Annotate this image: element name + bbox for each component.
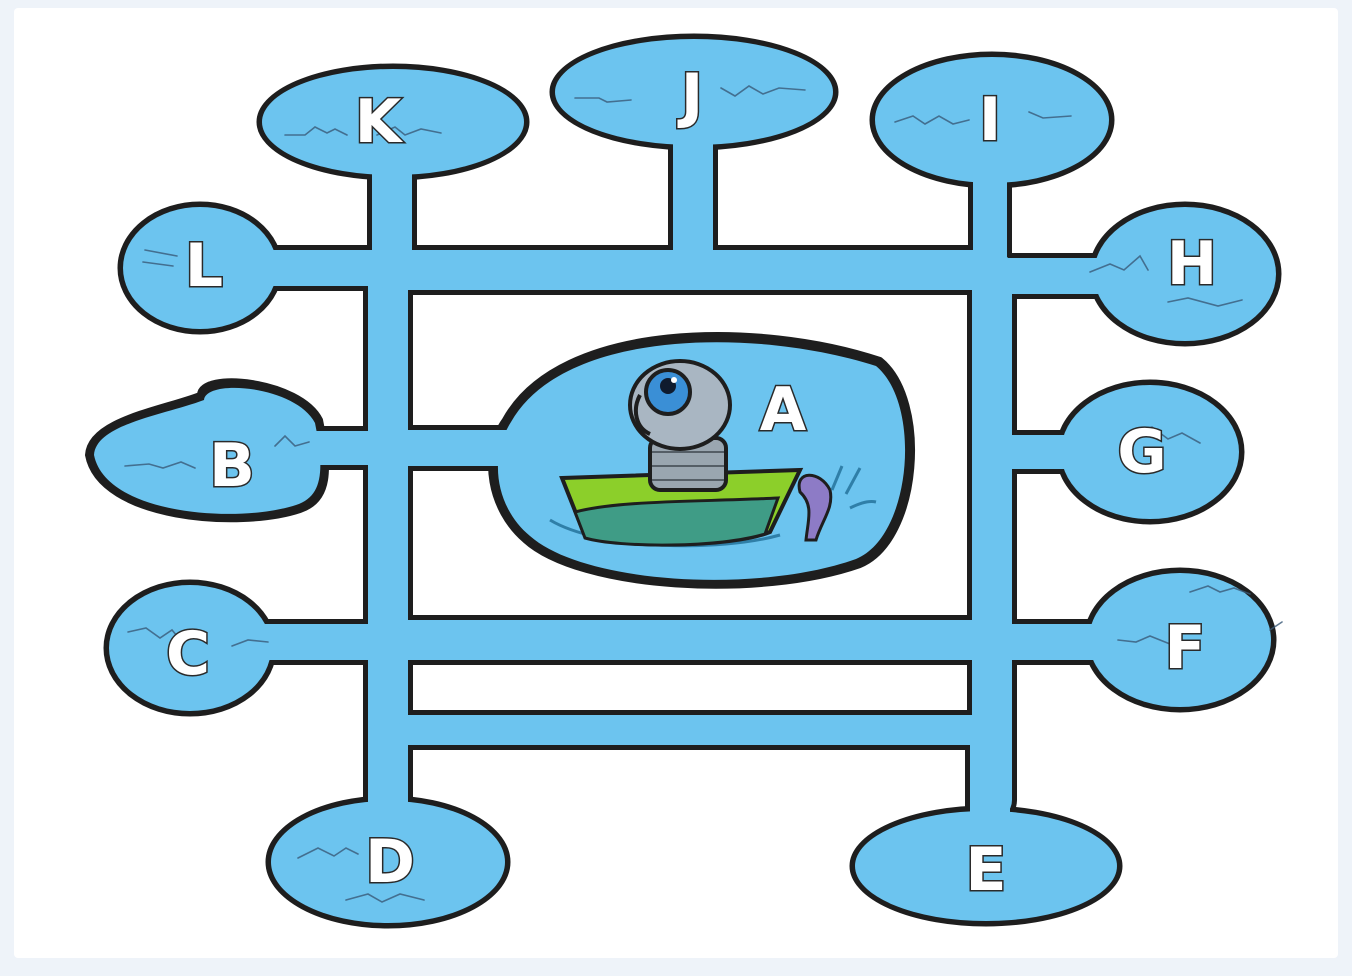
node-label-l: L	[185, 231, 223, 301]
node-label-d: D	[365, 827, 415, 897]
node-label-h: H	[1167, 229, 1217, 299]
node-label-c: C	[166, 619, 210, 689]
node-label-g: G	[1117, 417, 1166, 487]
node-labels: A B C D E F G H I J K L	[164, 60, 1218, 907]
node-label-a: A	[760, 375, 807, 445]
water-scribbles	[124, 85, 1283, 903]
node-label-k: K	[355, 87, 404, 157]
node-label-i: I	[979, 85, 1001, 155]
node-label-e: E	[966, 835, 1007, 905]
node-label-b: B	[209, 431, 255, 501]
robot-in-boat-illustration	[549, 359, 877, 548]
node-label-j: J	[677, 61, 703, 131]
node-label-f: F	[1165, 613, 1206, 683]
boat-water-icon	[573, 496, 781, 547]
tentacle-icon	[797, 473, 833, 542]
